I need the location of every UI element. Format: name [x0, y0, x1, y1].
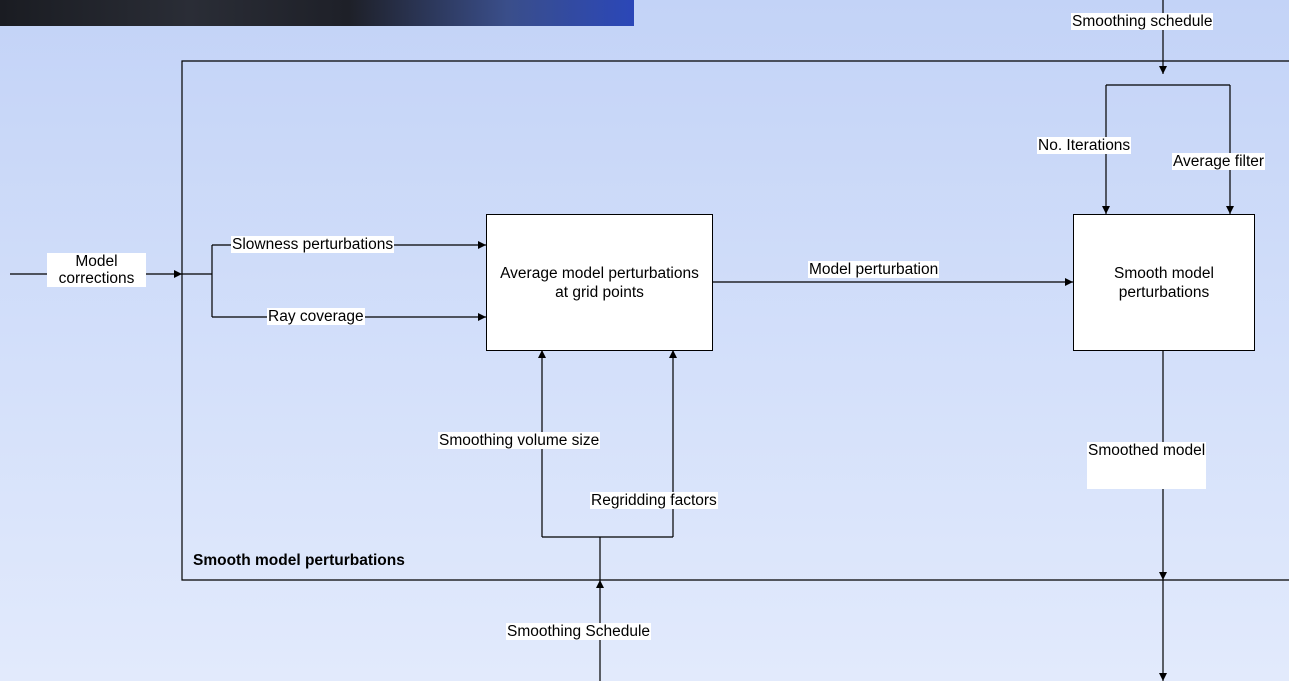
- smoothing-schedule-bottom-label: Smoothing Schedule: [506, 623, 652, 640]
- model-corrections-line2: corrections: [58, 270, 135, 287]
- smooth-perturbations-text: Smooth model perturbations: [1114, 264, 1214, 301]
- background-photo-strip: [0, 0, 634, 26]
- split-line: [182, 245, 213, 317]
- smooth-perturbations-box: Smooth model perturbations: [1073, 214, 1255, 351]
- regridding-factors-label: Regridding factors: [590, 492, 718, 509]
- smoothed-model-label: Smoothed model: [1087, 442, 1207, 489]
- model-corrections-label: Model corrections: [47, 253, 146, 287]
- smoothing-schedule-top-label: Smoothing schedule: [1071, 13, 1214, 30]
- bottom-split-line: [542, 536, 673, 580]
- average-perturbations-box: Average model perturbations at grid poin…: [486, 214, 713, 351]
- container-title: Smooth model perturbations: [193, 552, 405, 569]
- average-perturbations-text: Average model perturbations at grid poin…: [500, 264, 699, 301]
- ray-coverage-label: Ray coverage: [267, 308, 365, 325]
- container-frame: [181, 60, 1289, 581]
- average-filter-label: Average filter: [1172, 153, 1266, 170]
- model-corrections-line1: Model: [75, 253, 118, 270]
- smoothing-volume-size-label: Smoothing volume size: [438, 432, 601, 449]
- slowness-perturbations-label: Slowness perturbations: [231, 236, 395, 253]
- model-perturbation-label: Model perturbation: [808, 261, 940, 278]
- no-iterations-label: No. Iterations: [1037, 137, 1132, 154]
